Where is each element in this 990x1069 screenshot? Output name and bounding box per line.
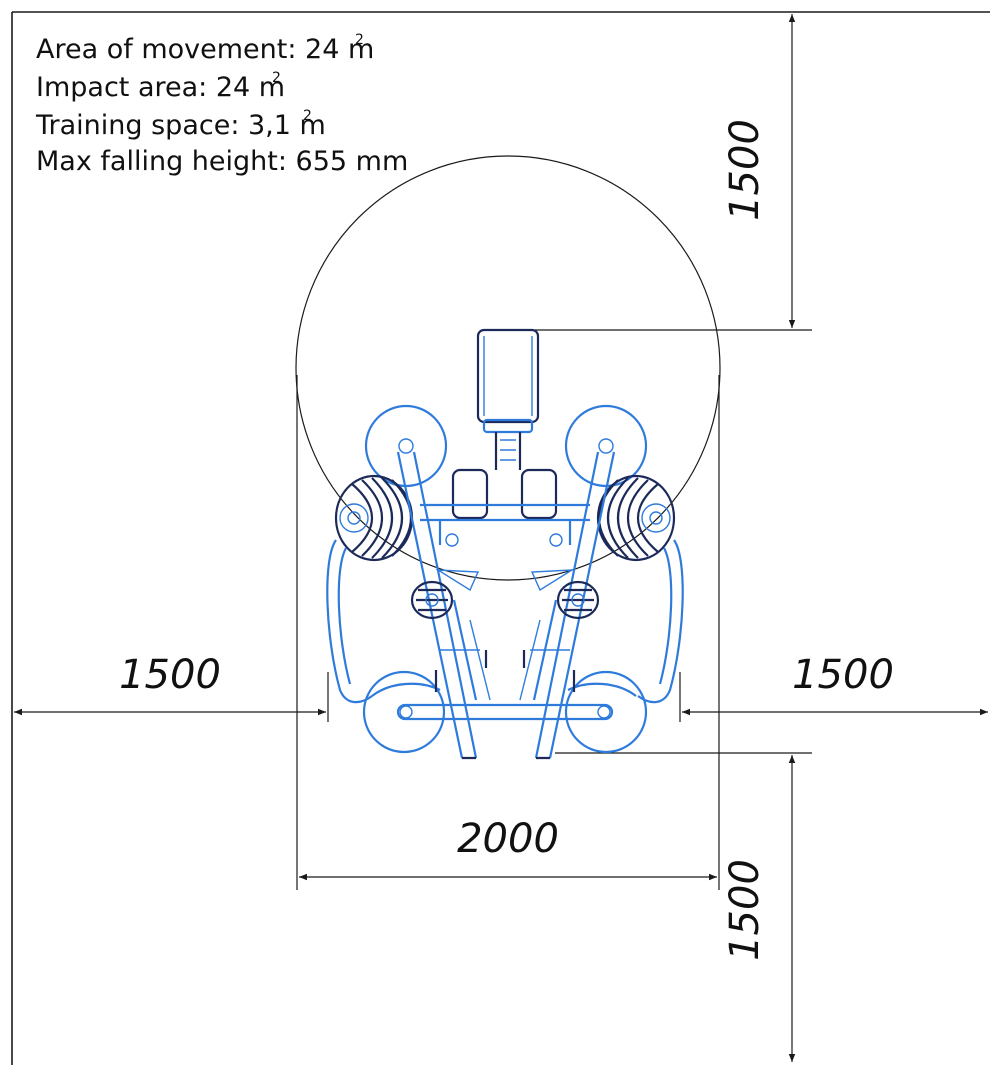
lower-wheels [362, 670, 648, 754]
linkage [435, 569, 575, 701]
base-crossbar [396, 703, 614, 721]
pulleys [410, 580, 600, 620]
dimension-bottom: 1500 [722, 859, 768, 961]
weight-plates-right [596, 474, 676, 562]
dimension-lines [14, 14, 988, 1062]
dimension-left: 1500 [119, 652, 221, 698]
foot-pads [420, 468, 590, 547]
dimension-right: 1500 [792, 652, 894, 698]
seat-back-pad [476, 328, 540, 470]
dimension-top: 1500 [722, 119, 768, 221]
spec-text-block: Area of movement: 24 m 2 Impact area: 24… [35, 32, 408, 177]
spec-impact-area: Impact area: 24 m [36, 72, 285, 103]
spec-max-falling-height: Max falling height: 655 mm [36, 146, 408, 177]
spec-training-space-sup: 2 [303, 108, 312, 124]
equipment-top-view [326, 328, 684, 760]
extension-lines [296, 329, 812, 890]
dimension-width: 2000 [457, 816, 559, 862]
spec-impact-area-sup: 2 [272, 70, 281, 86]
safety-zone-boundary [11, 11, 990, 1065]
weight-plates-left [334, 474, 414, 562]
spec-training-space: Training space: 3,1 m [35, 110, 326, 141]
spec-area-of-movement-sup: 2 [355, 32, 364, 48]
spec-area-of-movement: Area of movement: 24 m [36, 34, 374, 65]
movement-circle [295, 155, 721, 581]
side-handles [326, 539, 684, 704]
